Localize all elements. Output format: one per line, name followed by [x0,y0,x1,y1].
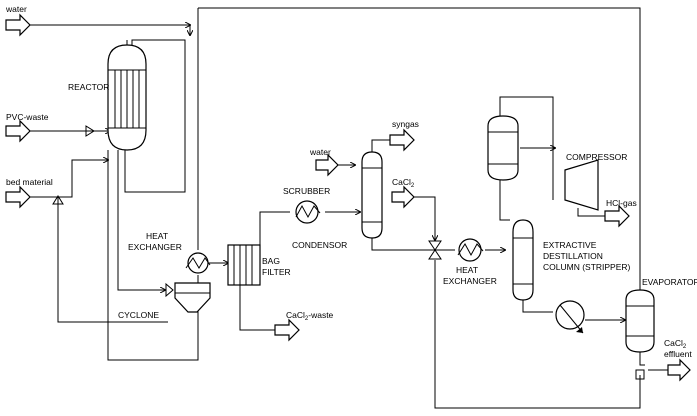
extractive-column [512,219,534,301]
line-column-bottom [522,298,553,313]
label-pvc-waste: PVC-waste [6,112,49,122]
line-syngas [371,139,390,152]
line-bottom-return [434,260,641,409]
label-hx2-b: EXCHANGER [443,276,497,286]
line-top-loop [198,7,641,290]
label-cyclone: CYCLONE [118,310,159,320]
line-reactor-bottom [107,150,199,361]
line-cacl2-waste [239,285,275,331]
arrow-bed-material [5,185,31,209]
label-column-a: EXTRACTIVE [543,240,597,250]
label-scrubber: SCRUBBER [283,186,330,196]
label-bagfilter-b: FILTER [262,267,291,277]
condensor [295,200,321,224]
arrow-cacl2-waste [274,318,300,342]
scrubber-column [361,151,383,239]
arrow-water-scrubber [315,153,339,177]
reflux-drum [487,115,519,181]
reboiler [555,300,585,334]
label-column-b: DESTILLATION [543,251,603,261]
line-hcl-gas [577,208,605,217]
arrow-cacl2-in [391,185,415,209]
line-bag-condensor [259,211,290,250]
label-compressor: COMPRESSOR [566,152,627,162]
valve-pvc [85,125,95,137]
label-cacl2-waste: CaCl2-waste [286,310,334,322]
arrow-pvc-waste [5,119,31,143]
heat-exchanger-1 [185,252,211,274]
label-hx1-b: EXCHANGER [128,242,182,252]
line-column-top [499,96,554,221]
label-evaporator: EVAPORATOR [642,277,697,287]
compressor [564,159,599,211]
valves [52,125,645,380]
line-reactor-recycle [124,39,186,193]
bag-filter [227,244,261,286]
label-cacl2-in: CaCl2 [392,177,415,189]
label-effluent-1: CaCl2 [664,338,687,350]
valve-cyclone [165,282,174,298]
arrow-hcl-gas [604,204,630,228]
valve-cacl2 [428,240,442,260]
evaporator [625,289,655,353]
arrow-effluent [667,358,691,382]
line-bed-material [30,196,168,323]
stream-arrows [5,13,691,382]
heat-exchanger-2 [457,238,484,262]
label-hx2-a: HEAT [456,265,478,275]
arrow-water-top [5,13,31,37]
line-scrubber-hx2 [371,238,455,251]
label-bagfilter-a: BAG [262,256,280,266]
cyclone [174,282,211,313]
valve-effluent [635,369,645,380]
line-cacl2-in [410,196,435,240]
reactor [107,40,147,151]
valve-bed [52,195,64,205]
labels: water PVC-waste bed material REACTOR HEA… [5,4,697,359]
label-water-scrubber: water [309,147,331,157]
arrow-syngas [389,128,415,152]
label-hx1-a: HEAT [146,231,168,241]
label-water-top: water [5,4,27,14]
stream-lines [28,7,668,409]
label-reactor: REACTOR [68,82,109,92]
label-syngas: syngas [392,119,419,129]
label-hcl-gas: HCl-gas [606,198,637,208]
label-column-c: COLUMN (STRIPPER) [543,262,631,272]
label-condensor: CONDENSOR [292,240,347,250]
label-effluent-2: effluent [664,349,692,359]
label-bed-material: bed material [6,177,53,187]
